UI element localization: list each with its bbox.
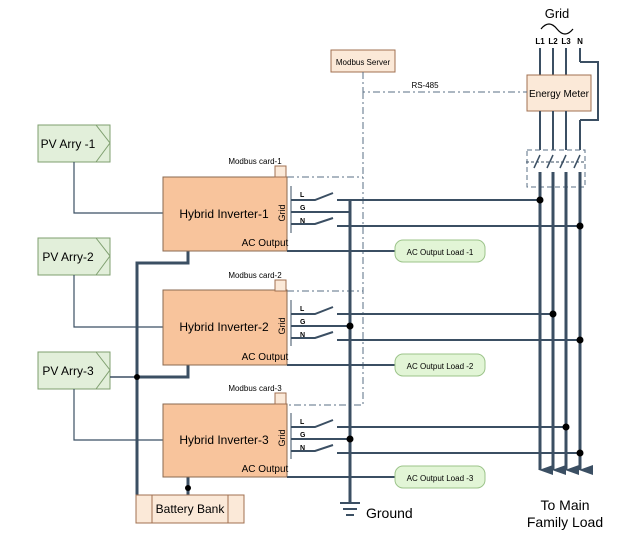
modbus-card-3-box	[274, 392, 287, 405]
inverter-2-ac-label: AC Output	[242, 352, 289, 363]
inverter-3-grid-label: Grid	[277, 429, 287, 446]
rs485-bus	[287, 92, 364, 406]
rs485-link	[362, 72, 527, 93]
inverter-3-wiring	[287, 419, 580, 478]
inverter-2-grid-label: Grid	[277, 317, 287, 334]
pv-array-3: PV Arry-3	[37, 351, 111, 390]
inverter-2-wiring	[287, 306, 580, 366]
rs485-label: RS-485	[411, 81, 439, 90]
pv-wires	[73, 162, 163, 441]
inverter-1-name: Hybrid Inverter-1	[179, 207, 269, 221]
energy-meter-label: Energy Meter	[529, 89, 590, 100]
junction-battery-inv3	[185, 485, 191, 491]
inverter-1-grid-label: Grid	[277, 204, 287, 221]
ac-load-1-box	[394, 239, 486, 263]
main-busbars	[538, 172, 593, 475]
main-breaker-switches	[526, 154, 586, 169]
inverter-2-terminal-g: G	[300, 319, 306, 326]
grid-line-l3: L3	[561, 37, 571, 46]
grid-line-l1: L1	[535, 37, 545, 46]
inverter-3-terminal-n: N	[300, 445, 305, 452]
inverter-1-ac-label: AC Output	[242, 238, 289, 249]
main-breaker-box	[526, 149, 586, 188]
inverter-3: Hybrid Inverter-3 AC Output Grid Modbus …	[162, 384, 306, 478]
junction-inv3-n	[576, 449, 584, 457]
inverter-1-wiring	[287, 192, 580, 252]
inverter-2-terminal-n: N	[300, 332, 305, 339]
main-load-line-1: To Main	[540, 497, 589, 513]
battery-bank-box	[135, 494, 245, 524]
inverter-2: Hybrid Inverter-2 AC Output Grid Modbus …	[162, 271, 306, 366]
modbus-card-3-label: Modbus card-3	[228, 384, 282, 393]
junction-inv3-g	[346, 435, 354, 443]
grid-line-n: N	[577, 37, 583, 46]
inverter-3-ac-label: AC Output	[242, 464, 289, 475]
junction-inv1-n	[576, 222, 584, 230]
ground-symbol	[340, 200, 360, 516]
inverter-2-name: Hybrid Inverter-2	[179, 320, 269, 334]
grid-feed-lines	[539, 48, 599, 121]
ac-load-1-label: AC Output Load -1	[407, 248, 474, 257]
ac-load-2-box	[394, 353, 486, 377]
pv-array-1-label: PV Arry -1	[41, 137, 96, 151]
ac-load-3-label: AC Output Load -3	[407, 474, 474, 483]
battery-bank-label: Battery Bank	[156, 502, 226, 516]
inverter-3-terminal-g: G	[300, 432, 306, 439]
energy-meter-box	[526, 74, 592, 112]
pv-array-2-label: PV Arry-2	[42, 250, 94, 264]
inverter-1-terminal-l: L	[300, 192, 305, 199]
grid-line-l2: L2	[548, 37, 558, 46]
ground-label: Ground	[366, 505, 413, 521]
main-load-line-2: Family Load	[527, 514, 603, 530]
inverter-1: Hybrid Inverter-1 AC Output Grid Modbus …	[162, 157, 306, 252]
junction-inv2-n	[576, 336, 584, 344]
grid-title: Grid	[545, 6, 570, 21]
modbus-card-2-box	[274, 279, 287, 292]
modbus-card-2-label: Modbus card-2	[228, 271, 282, 280]
modbus-card-1-box	[274, 165, 287, 178]
meter-to-breaker-lines	[539, 111, 581, 150]
inverter-2-terminal-l: L	[300, 306, 305, 313]
inverter-1-terminal-g: G	[300, 205, 306, 212]
ac-load-2-label: AC Output Load -2	[407, 362, 474, 371]
ac-load-3-box	[394, 465, 486, 489]
modbus-card-1-label: Modbus card-1	[228, 157, 282, 166]
junction-inv3-l	[562, 423, 570, 431]
junction-battery-pv3	[134, 374, 140, 380]
inverter-3-terminal-l: L	[300, 419, 305, 426]
modbus-server-label: Modbus Server	[336, 58, 391, 67]
junction-inv2-l	[549, 310, 557, 318]
pv-array-3-label: PV Arry-3	[42, 364, 94, 378]
inverter-1-terminal-n: N	[300, 218, 305, 225]
junction-inv1-l	[536, 196, 544, 204]
pv-array-1: PV Arry -1	[37, 124, 111, 163]
junction-inv2-g	[346, 322, 354, 330]
pv-array-2: PV Arry-2	[37, 237, 111, 276]
ac-wave-icon	[540, 23, 574, 35]
inverter-3-name: Hybrid Inverter-3	[179, 433, 269, 447]
